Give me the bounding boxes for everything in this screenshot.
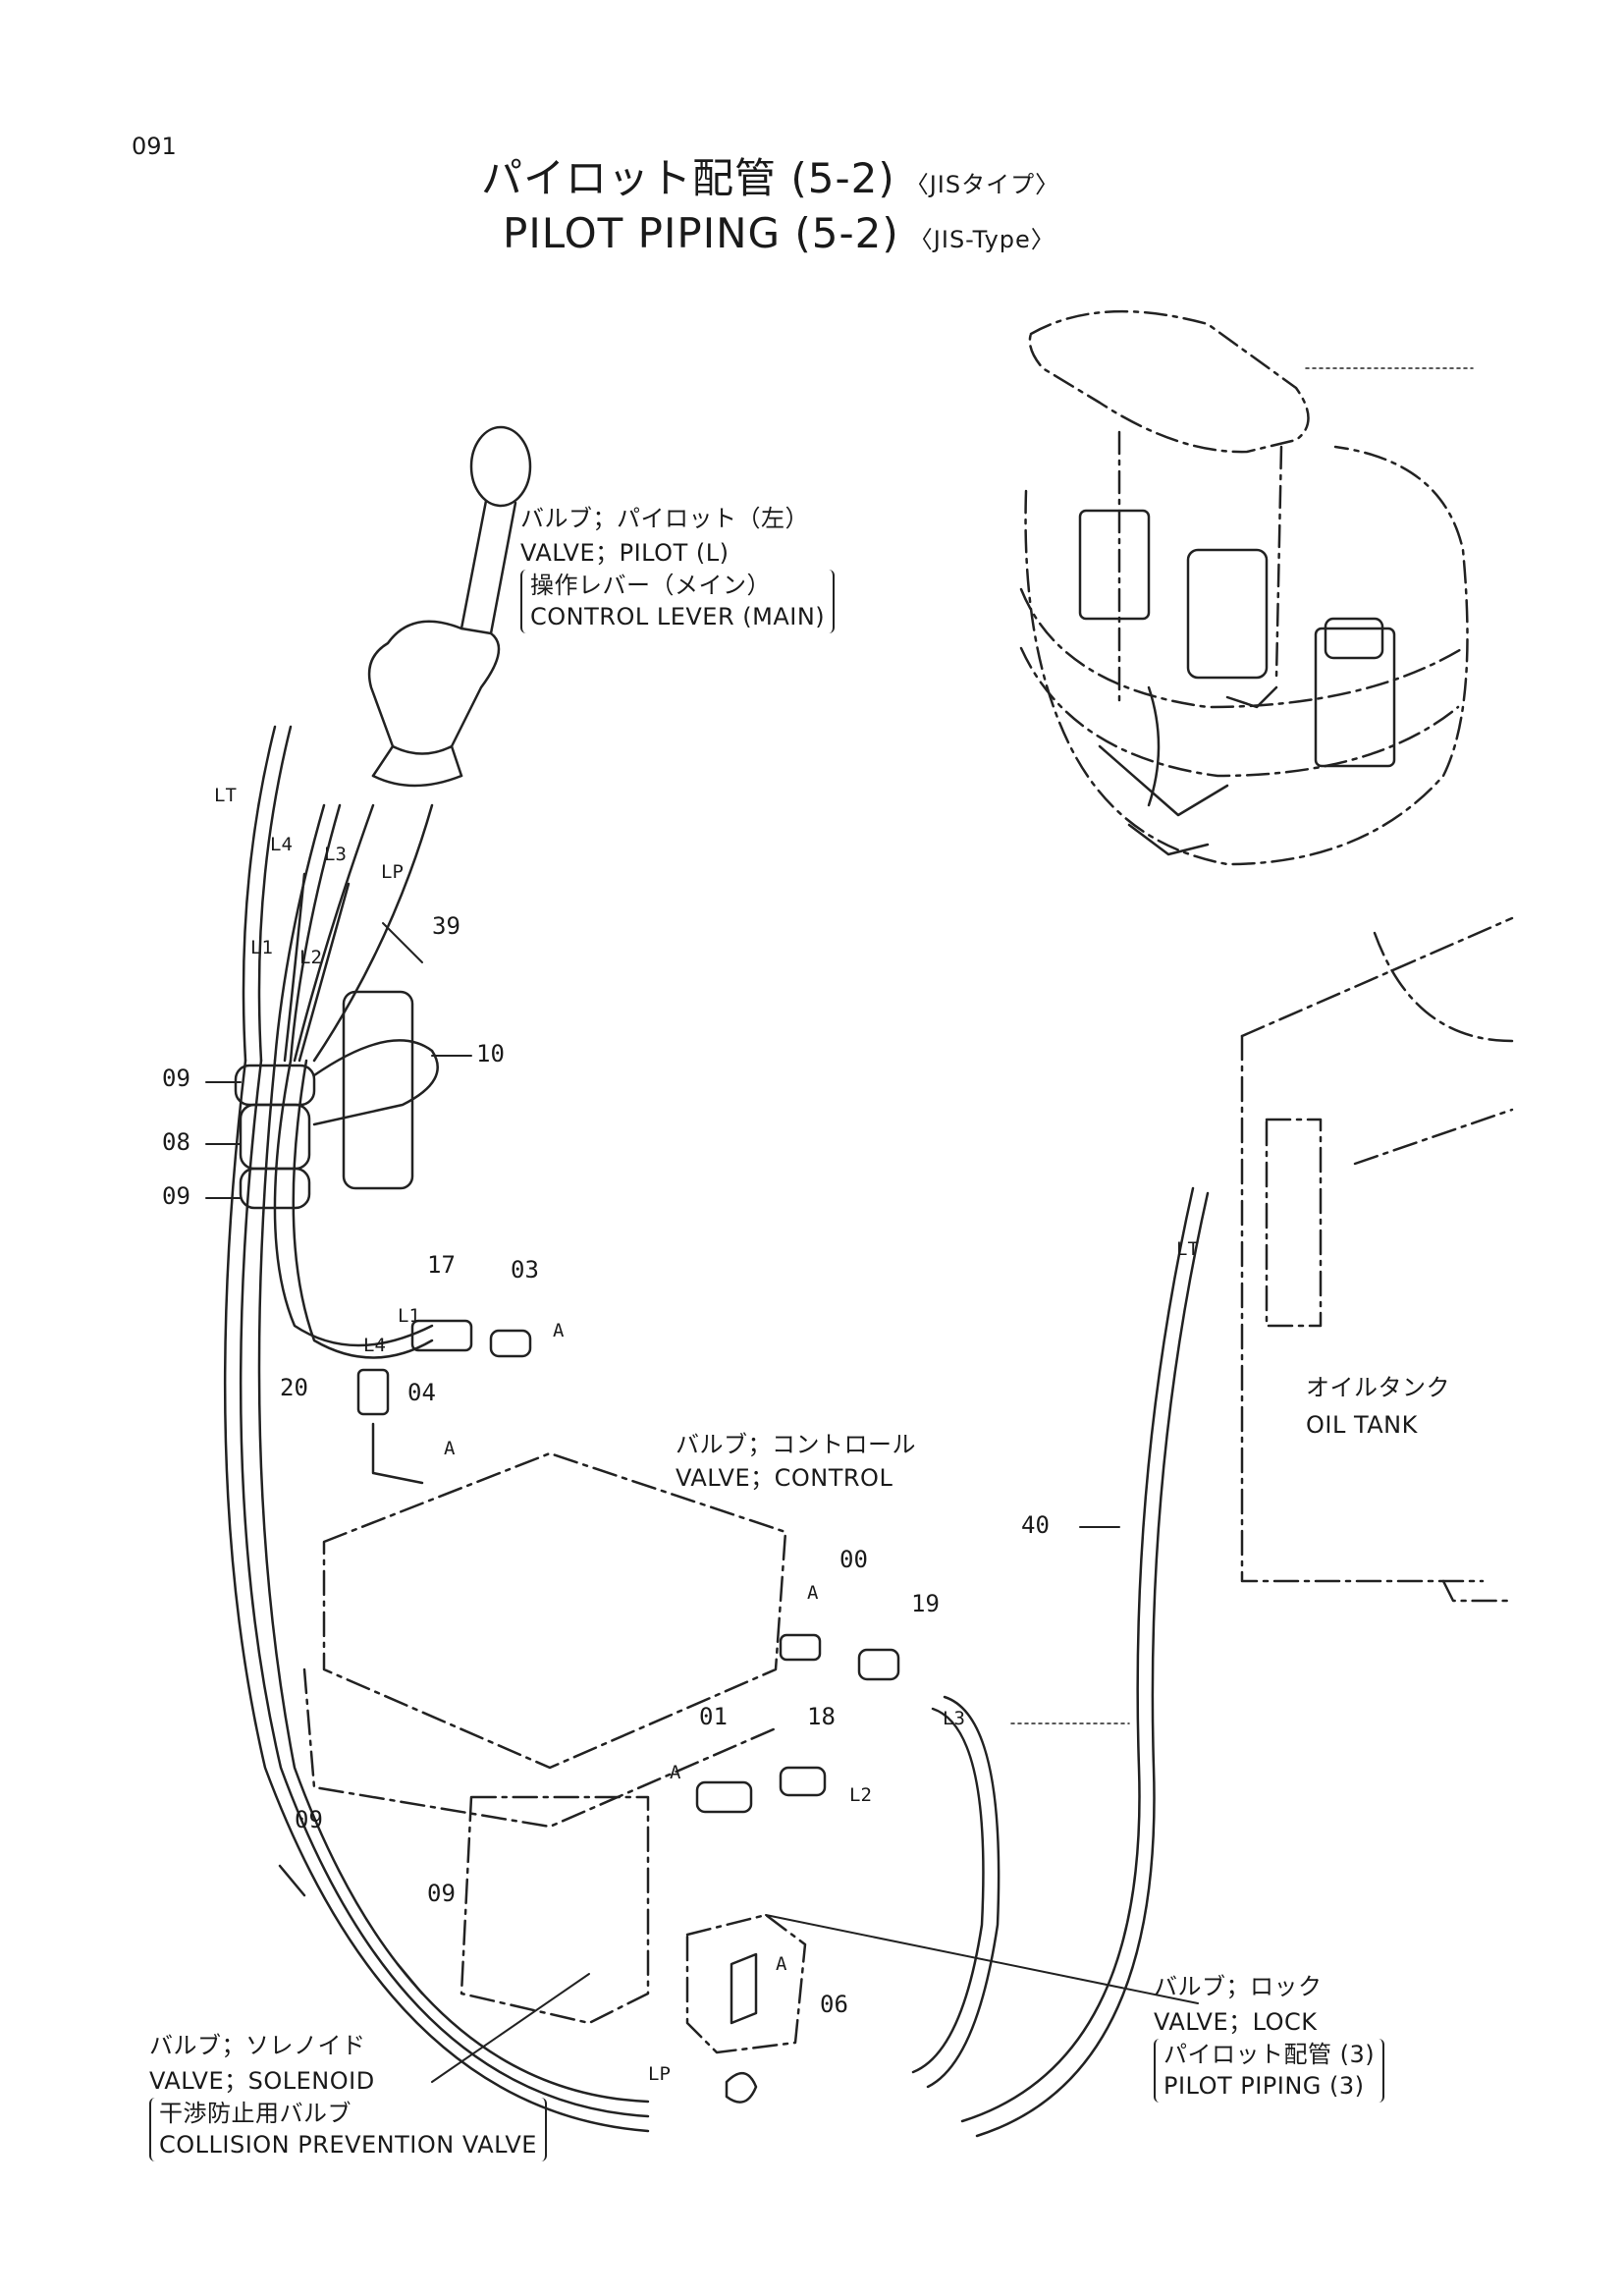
return-hose-40	[911, 1186, 1210, 2138]
part-number-18: 18	[807, 1703, 836, 1730]
valve-pilot-jp: バルブ；パイロット（左）	[520, 505, 809, 532]
port-label-l1: L1	[250, 937, 273, 958]
title-english-text: PILOT PIPING (5-2)	[503, 209, 899, 257]
pilot-hoses	[223, 725, 650, 2133]
valve-pilot-sub: 操作レバー（メイン） CONTROL LEVER (MAIN)	[520, 570, 836, 633]
part-number-20: 20	[280, 1374, 308, 1401]
valve-pilot-sub-en: CONTROL LEVER (MAIN)	[530, 603, 826, 631]
detail-marker-a: A	[807, 1582, 819, 1604]
hose-clamps	[234, 990, 439, 1995]
oil-tank-en: OIL TANK	[1306, 1411, 1418, 1439]
detail-marker-a: A	[444, 1438, 456, 1459]
port-label-l3: L3	[943, 1708, 965, 1729]
port-label-l3: L3	[324, 844, 347, 865]
detail-marker-a: A	[670, 1762, 681, 1783]
port-label-l2: L2	[849, 1784, 872, 1806]
part-number-09: 09	[162, 1065, 190, 1092]
part-number-00: 00	[839, 1546, 868, 1573]
part-number-39: 39	[432, 912, 460, 940]
port-label-l4: L4	[363, 1335, 386, 1356]
detail-marker-a: A	[776, 1953, 787, 1975]
fittings	[356, 1319, 900, 2104]
part-number-10: 10	[476, 1040, 505, 1067]
title-english: PILOT PIPING (5-2) 〈JIS-Type〉	[503, 209, 1055, 257]
valve-pilot-en: VALVE；PILOT (L)	[520, 539, 730, 567]
part-number-01: 01	[699, 1703, 728, 1730]
valve-pilot-sub-jp: 操作レバー（メイン）	[530, 572, 771, 599]
title-english-tag: 〈JIS-Type〉	[908, 226, 1055, 253]
title-japanese: パイロット配管 (5-2) 〈JISタイプ〉	[481, 154, 1060, 202]
port-label-l4: L4	[270, 834, 293, 855]
cab-interior-details	[1078, 509, 1396, 856]
port-label-l2: L2	[299, 947, 322, 968]
control-valve-illustration	[302, 1451, 807, 2054]
valve-solenoid-sub-en: COLLISION PREVENTION VALVE	[159, 2131, 537, 2159]
port-label-lp: LP	[648, 2063, 671, 2085]
port-label-lp: LP	[381, 861, 404, 883]
valve-control-jp: バルブ；コントロール	[676, 1431, 916, 1458]
valve-solenoid-sub-jp: 干渉防止用バルブ	[159, 2100, 352, 2127]
page-number: 091	[132, 133, 177, 160]
valve-lock-sub-jp: パイロット配管 (3)	[1163, 2041, 1376, 2068]
valve-solenoid-en: VALVE；SOLENOID	[149, 2067, 375, 2095]
part-number-19: 19	[911, 1590, 940, 1617]
title-japanese-tag: 〈JISタイプ〉	[904, 171, 1060, 198]
detail-marker-a: A	[553, 1320, 565, 1341]
control-lever-illustration	[367, 425, 532, 788]
valve-solenoid-sub: 干渉防止用バルブ COLLISION PREVENTION VALVE	[149, 2098, 547, 2161]
valve-lock-sub-en: PILOT PIPING (3)	[1163, 2072, 1365, 2101]
excavator-cab-illustration	[1019, 309, 1469, 866]
part-number-09: 09	[427, 1880, 456, 1907]
port-label-l1: L1	[398, 1305, 420, 1327]
valve-lock-sub: パイロット配管 (3) PILOT PIPING (3)	[1154, 2039, 1385, 2103]
part-number-09: 09	[295, 1806, 323, 1833]
valve-lock-jp: バルブ；ロック	[1154, 1973, 1323, 2000]
port-label-lt: LT	[214, 785, 237, 806]
part-number-17: 17	[427, 1251, 456, 1279]
valve-lock-en: VALVE；LOCK	[1154, 2008, 1318, 2036]
oil-tank-illustration	[1240, 916, 1514, 1603]
part-number-40: 40	[1021, 1511, 1050, 1539]
title-japanese-text: パイロット配管 (5-2)	[481, 154, 895, 202]
part-number-04: 04	[407, 1379, 436, 1406]
part-number-06: 06	[820, 1991, 848, 2018]
port-label-lt: LT	[1176, 1238, 1199, 1260]
part-number-09: 09	[162, 1182, 190, 1210]
part-number-03: 03	[511, 1256, 539, 1284]
leader-lines	[205, 922, 1199, 2083]
oil-tank-jp: オイルタンク	[1306, 1374, 1450, 1401]
valve-solenoid-jp: バルブ；ソレノイド	[149, 2032, 366, 2059]
valve-control-en: VALVE；CONTROL	[676, 1464, 893, 1492]
part-number-08: 08	[162, 1128, 190, 1156]
